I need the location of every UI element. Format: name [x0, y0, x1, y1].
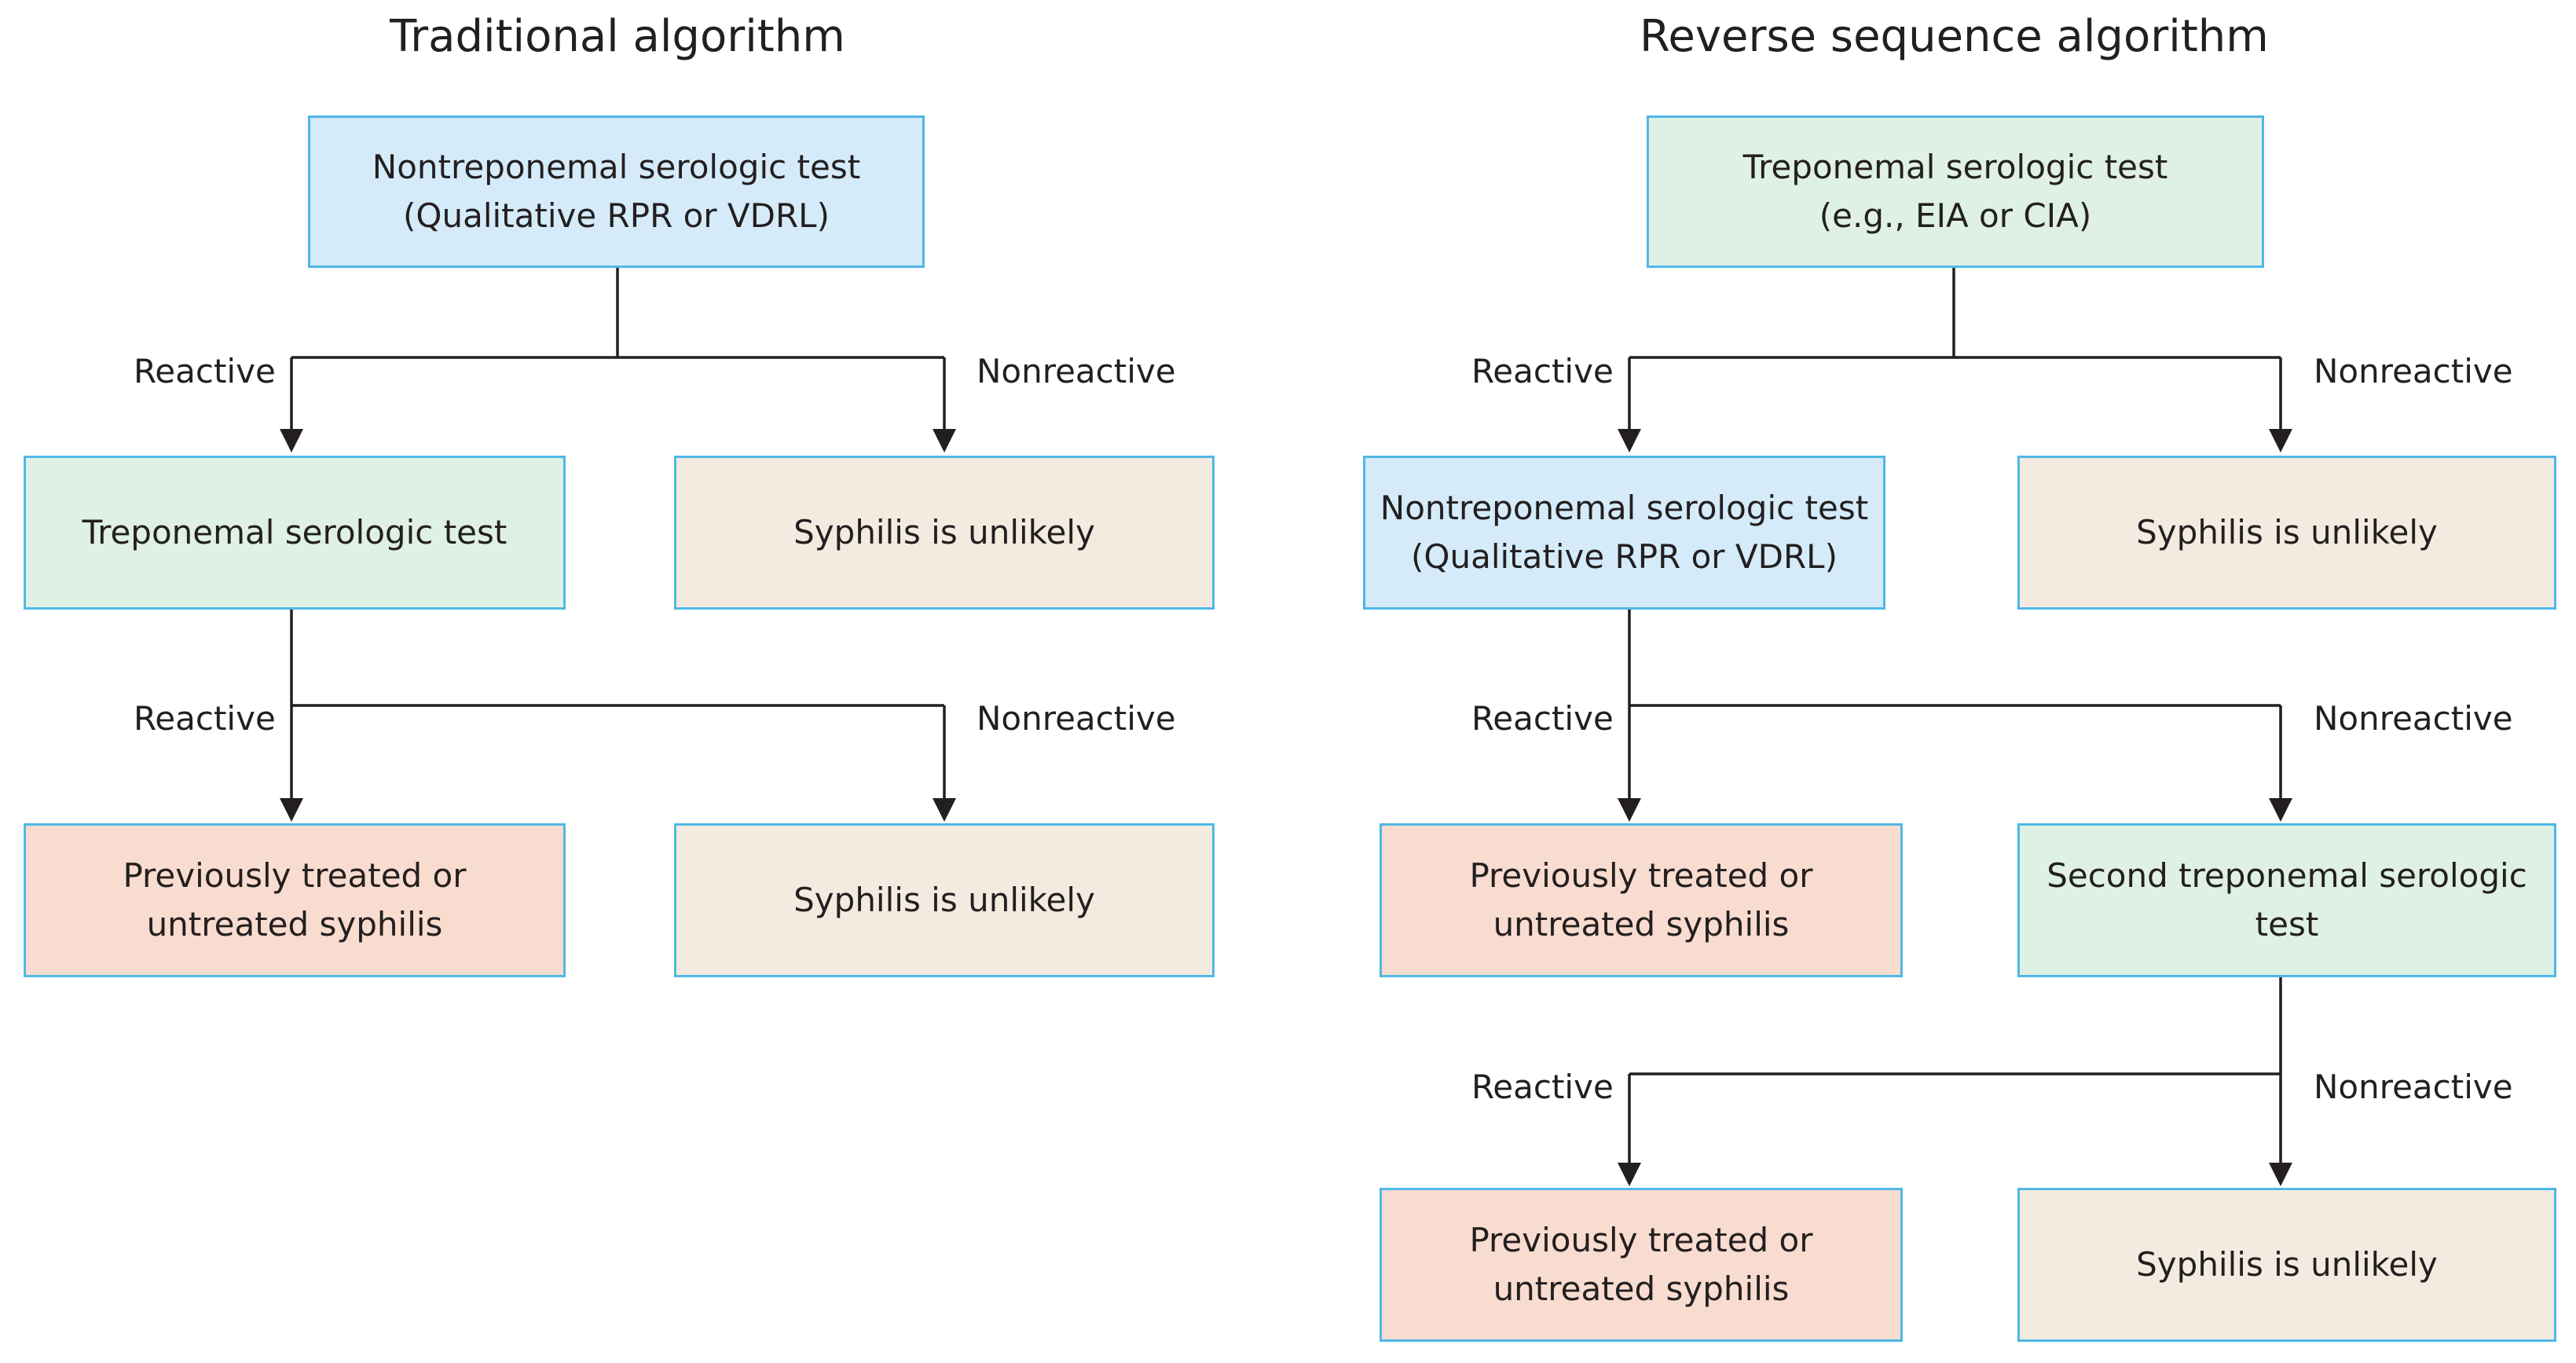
rev-treponemal-test-label: Treponemal serologic test (e.g., EIA or … [1742, 148, 2168, 235]
reverse-title: Reverse sequence algorithm [1640, 11, 2269, 62]
rev-nontreponemal-test-label: Nontreponemal serologic test (Qualitativ… [1380, 489, 1869, 576]
trad-unlikely-box-1: Syphilis is unlikely [674, 456, 1215, 610]
rev-syphilis-result-label-1: Previously treated or untreated syphilis [1469, 856, 1813, 943]
trad-syphilis-result-label: Previously treated or untreated syphilis [123, 856, 467, 943]
rev-unlikely-label-1: Syphilis is unlikely [2136, 513, 2438, 551]
rev-second-treponemal-test-label: Second treponemal serologic test [2047, 856, 2527, 943]
rev-reactive-label-1: Reactive [1471, 352, 1614, 390]
rev-unlikely-box-1: Syphilis is unlikely [2017, 456, 2556, 610]
trad-arrowhead-nonreactive-1 [933, 429, 956, 453]
trad-nontreponemal-test-box: Nontreponemal serologic test (Qualitativ… [308, 115, 925, 268]
rev-unlikely-box-2: Syphilis is unlikely [2017, 1188, 2556, 1342]
trad-syphilis-result-box: Previously treated or untreated syphilis [24, 823, 566, 977]
trad-reactive-label-2: Reactive [134, 699, 276, 738]
trad-unlikely-label-2: Syphilis is unlikely [793, 881, 1095, 919]
rev-arrowhead-nonreactive-2 [2269, 798, 2292, 822]
rev-nonreactive-label-2: Nonreactive [2314, 699, 2513, 738]
rev-arrowhead-reactive-1 [1618, 429, 1641, 453]
rev-nonreactive-label-3: Nonreactive [2314, 1068, 2513, 1106]
rev-reactive-label-2: Reactive [1471, 699, 1614, 738]
trad-nontreponemal-test-label: Nontreponemal serologic test (Qualitativ… [372, 148, 861, 235]
trad-treponemal-test-label: Treponemal serologic test [82, 513, 508, 551]
trad-unlikely-label-1: Syphilis is unlikely [793, 513, 1095, 551]
trad-nonreactive-label-1: Nonreactive [977, 352, 1176, 390]
rev-syphilis-result-label-2: Previously treated or untreated syphilis [1469, 1221, 1813, 1308]
trad-arrowhead-reactive-2 [280, 798, 303, 822]
traditional-title: Traditional algorithm [390, 11, 845, 62]
rev-syphilis-result-box-2: Previously treated or untreated syphilis [1380, 1188, 1903, 1342]
rev-syphilis-result-box-1: Previously treated or untreated syphilis [1380, 823, 1903, 977]
trad-unlikely-box-2: Syphilis is unlikely [674, 823, 1215, 977]
rev-arrowhead-nonreactive-3 [2269, 1163, 2292, 1186]
trad-arrowhead-nonreactive-2 [933, 798, 956, 822]
rev-unlikely-label-2: Syphilis is unlikely [2136, 1245, 2438, 1284]
trad-arrowhead-reactive-1 [280, 429, 303, 453]
rev-reactive-label-3: Reactive [1471, 1068, 1614, 1106]
rev-treponemal-test-box: Treponemal serologic test (e.g., EIA or … [1647, 115, 2264, 268]
trad-nonreactive-label-2: Nonreactive [977, 699, 1176, 738]
trad-treponemal-test-box: Treponemal serologic test [24, 456, 566, 610]
rev-second-treponemal-test-box: Second treponemal serologic test [2017, 823, 2556, 977]
rev-arrowhead-reactive-3 [1618, 1163, 1641, 1186]
rev-nontreponemal-test-box: Nontreponemal serologic test (Qualitativ… [1363, 456, 1885, 610]
rev-arrowhead-reactive-2 [1618, 798, 1641, 822]
rev-nonreactive-label-1: Nonreactive [2314, 352, 2513, 390]
trad-reactive-label-1: Reactive [134, 352, 276, 390]
rev-arrowhead-nonreactive-1 [2269, 429, 2292, 453]
